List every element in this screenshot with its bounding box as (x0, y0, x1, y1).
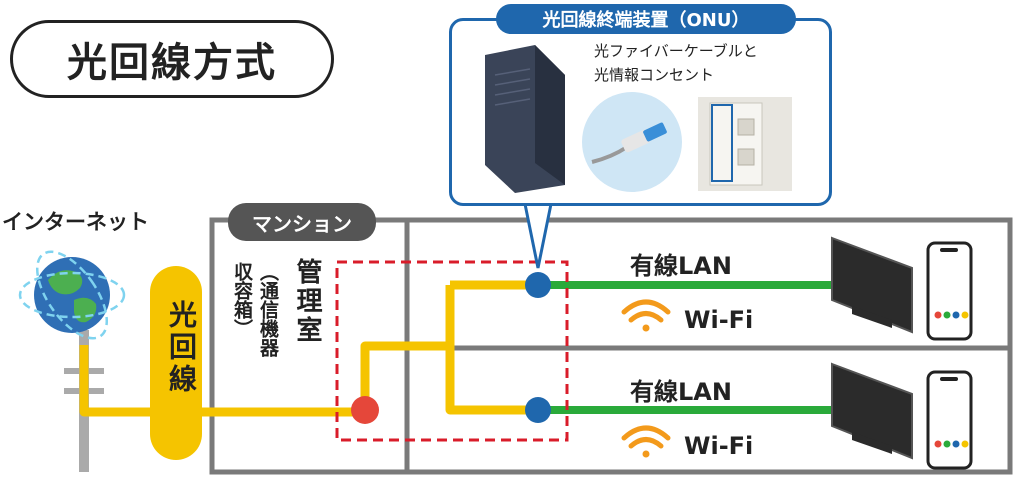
onu-title: 光回線終端装置（ONU） (496, 4, 796, 34)
fiber-pill (150, 266, 202, 460)
fiber-cable-icon (582, 92, 682, 192)
management-room-sublabel-line2: 収容箱） (231, 262, 253, 338)
onu-caption-line2: 光情報コンセント (594, 66, 715, 84)
smartphone-icon (926, 241, 973, 341)
wifi-icon (621, 299, 671, 332)
fiber-label: 光回線 (165, 300, 198, 396)
wifi-label: Wi-Fi (684, 432, 754, 460)
lan-lines (538, 281, 832, 414)
management-room-sublabel-line1: （通信機器 (257, 262, 279, 357)
onu-node-lower (525, 397, 551, 423)
internet-label: インターネット (2, 210, 149, 234)
onu-callout-pointer (523, 202, 553, 269)
management-room-sublabel: （通信機器 収容箱） (229, 262, 281, 357)
wifi-label: Wi-Fi (684, 306, 754, 334)
onu-caption-line1: 光ファイバーケーブルと (594, 42, 758, 60)
splitter-node (351, 396, 379, 424)
lan-label: 有線LAN (630, 378, 732, 406)
lan-label: 有線LAN (630, 252, 732, 280)
optical-outlet-icon (698, 97, 792, 191)
fiber-line (79, 280, 538, 417)
tv-icon (831, 236, 913, 334)
management-room-box (335, 260, 569, 442)
wifi-icon (621, 425, 671, 458)
onu-device-icon (475, 45, 575, 193)
management-room-label: 管理室 (292, 258, 322, 345)
smartphone-icon (926, 370, 973, 470)
globe-icon (18, 250, 126, 340)
onu-node-upper (525, 272, 551, 298)
tv-icon (831, 362, 913, 460)
mansion-label: マンション (228, 203, 376, 241)
page-title: 光回線方式 (10, 20, 334, 98)
